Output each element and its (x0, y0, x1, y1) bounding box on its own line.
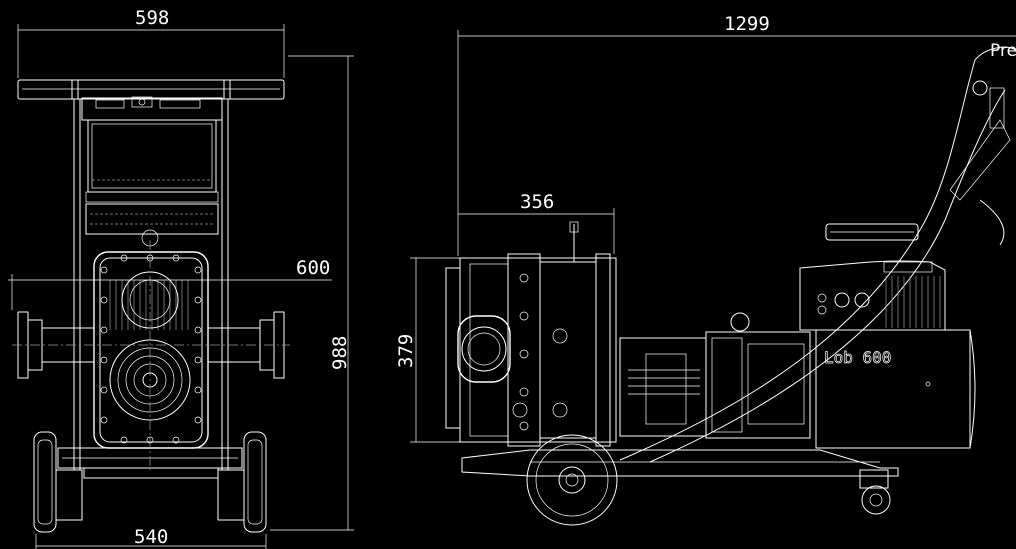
dim-988-text: 988 (329, 336, 351, 370)
dim-front-flange-width: 600 (8, 257, 332, 310)
dim-side-pump-length: 356 (458, 191, 615, 254)
side-view: Lob 600 Pre (445, 41, 1016, 526)
model-badge-text: Lob 600 (824, 348, 891, 367)
dim-356-text: 356 (520, 191, 554, 213)
dim-540-text: 540 (134, 526, 168, 548)
dim-379-text: 379 (395, 334, 417, 368)
dim-side-pump-height: 379 (395, 257, 460, 443)
dim-1299-text: 1299 (724, 13, 770, 35)
dim-600-text: 600 (296, 257, 330, 279)
dim-side-length: 1299 (457, 13, 1016, 256)
dim-front-width-top: 598 (17, 7, 285, 78)
front-view (12, 79, 290, 533)
dim-598-text: 598 (135, 7, 169, 29)
dim-front-height: 988 (270, 55, 354, 531)
handle-label-text: Pre (990, 41, 1016, 61)
dim-front-wheelbase: 540 (35, 526, 267, 549)
